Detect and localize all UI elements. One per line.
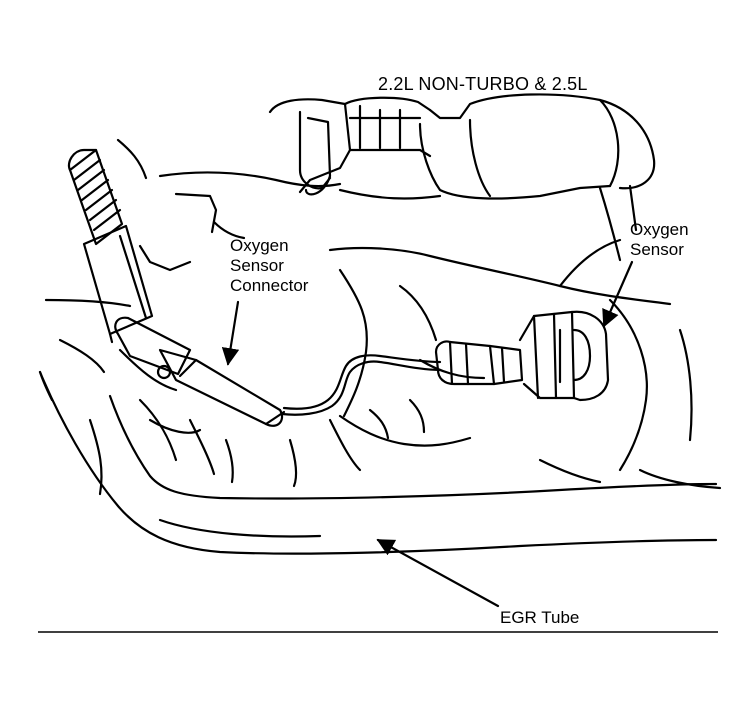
egr-tube-label: EGR Tube bbox=[500, 608, 580, 627]
oxygen-sensor-connector-body bbox=[114, 316, 286, 427]
sensor-wire bbox=[280, 354, 442, 416]
sensor-label-line-1: Oxygen bbox=[630, 220, 689, 239]
oxygen-sensor-body bbox=[434, 310, 610, 402]
connector-label-line-2: Sensor bbox=[230, 256, 284, 275]
connector-bracket bbox=[82, 224, 154, 344]
exhaust-manifold bbox=[44, 238, 722, 496]
sensor-label-line-2: Sensor bbox=[630, 240, 684, 259]
threaded-stud bbox=[67, 148, 124, 246]
oxygen-sensor-connector-label: Oxygen Sensor Connector bbox=[230, 236, 308, 296]
figure-title: 2.2L NON-TURBO & 2.5L bbox=[378, 74, 588, 94]
connector-leader bbox=[221, 300, 240, 366]
egr-leader bbox=[376, 538, 500, 608]
sensor-leader bbox=[602, 260, 634, 328]
egr-tube bbox=[38, 370, 718, 555]
connector-label-line-1: Oxygen bbox=[230, 236, 289, 255]
oxygen-sensor-label: Oxygen Sensor bbox=[630, 220, 689, 260]
connector-label-line-3: Connector bbox=[230, 276, 309, 295]
engine-block bbox=[116, 93, 656, 272]
